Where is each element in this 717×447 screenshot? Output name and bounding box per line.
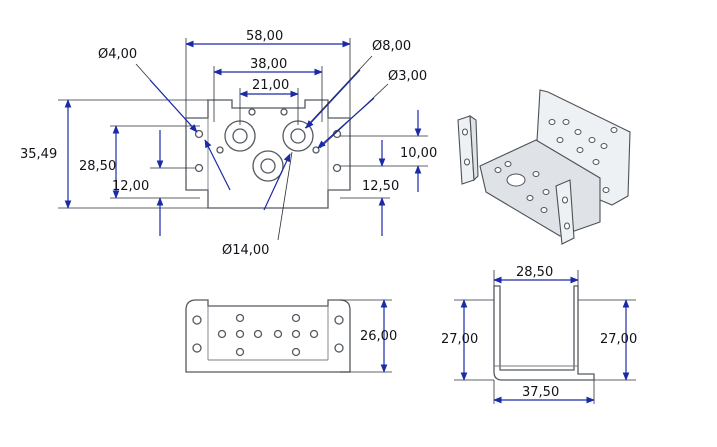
leader-dia-4-arrow [149,79,198,133]
label-width-37-50: 37,50 [522,385,559,400]
iso-hole [592,159,600,165]
iso-hole [610,127,618,133]
iso-hole [548,119,556,125]
side-view: 26,00 [185,299,397,373]
iso-hole [576,147,584,153]
leader-dia-3-arrow [317,97,375,149]
label-height-26: 26,00 [360,329,397,344]
iso-hole [564,222,570,230]
label-width-28-50: 28,50 [516,265,553,280]
iso-hole [494,167,502,173]
boss-center [252,150,284,182]
iso-hole [462,128,468,136]
iso-hole [556,137,564,143]
iso-hole [588,137,596,143]
side-hole [253,329,263,339]
iso-hole [562,119,570,125]
end-view-profile [493,285,595,381]
side-hole [273,329,283,339]
hole-small [216,146,224,154]
end-view: 28,50 27,00 27,00 37,50 [441,265,637,404]
leader-dia-4-arrow2 [204,139,231,191]
iso-hole [574,129,582,135]
hole-small [312,146,320,154]
boss-right-bore [290,128,306,144]
boss-center-bore [260,158,276,174]
iso-left-flange-edge [469,114,479,182]
iso-hole [526,195,534,201]
iso-hole [542,189,550,195]
label-dia-8: Ø8,00 [372,39,411,54]
top-view: 58,00 38,00 21,00 Ø4,00 Ø8,00 Ø3,00 35,4… [20,29,437,258]
side-hole [334,315,344,325]
top-view-outline [185,99,351,209]
side-hole [291,347,301,357]
iso-hole [540,207,548,213]
side-hole [291,329,301,339]
label-dia-4: Ø4,00 [98,47,137,62]
side-hole [291,313,301,323]
hole-small [280,108,288,116]
label-dia-14: Ø14,00 [222,243,269,258]
label-height-27-left: 27,00 [441,332,478,347]
side-hole [217,329,227,339]
label-width-38: 38,00 [250,57,287,72]
side-hole [309,329,319,339]
side-hole [235,313,245,323]
leader-dia-14-arrow [263,153,291,211]
iso-hole [602,187,610,193]
iso-center-bore [506,173,526,187]
hole-small [194,163,204,173]
label-dia-3: Ø3,00 [388,69,427,84]
boss-left [224,120,256,152]
side-hole [235,329,245,339]
iso-hole [562,196,568,204]
iso-hole [600,143,608,149]
isometric-view [457,89,631,245]
label-height-10: 10,00 [400,146,437,161]
label-height-28-50: 28,50 [79,159,116,174]
iso-hole [504,161,512,167]
hole-small [248,108,256,116]
side-hole [192,315,202,325]
iso-hole [532,171,540,177]
hole-small [194,129,204,139]
label-offset-12: 12,00 [112,179,149,194]
hole-small [332,163,342,173]
leader-dia-8-arrow [305,69,361,129]
label-offset-12-50: 12,50 [362,179,399,194]
iso-hole [464,158,470,166]
side-hole [192,343,202,353]
side-hole [334,343,344,353]
side-hole [235,347,245,357]
leader-dia-8 [304,55,373,129]
leader-dia-14 [277,151,293,241]
boss-left-bore [232,128,248,144]
label-width-58: 58,00 [246,29,283,44]
side-view-outline [185,299,351,373]
label-height-35-49: 35,49 [20,147,57,162]
label-height-27-right: 27,00 [600,332,637,347]
label-width-21: 21,00 [252,78,289,93]
